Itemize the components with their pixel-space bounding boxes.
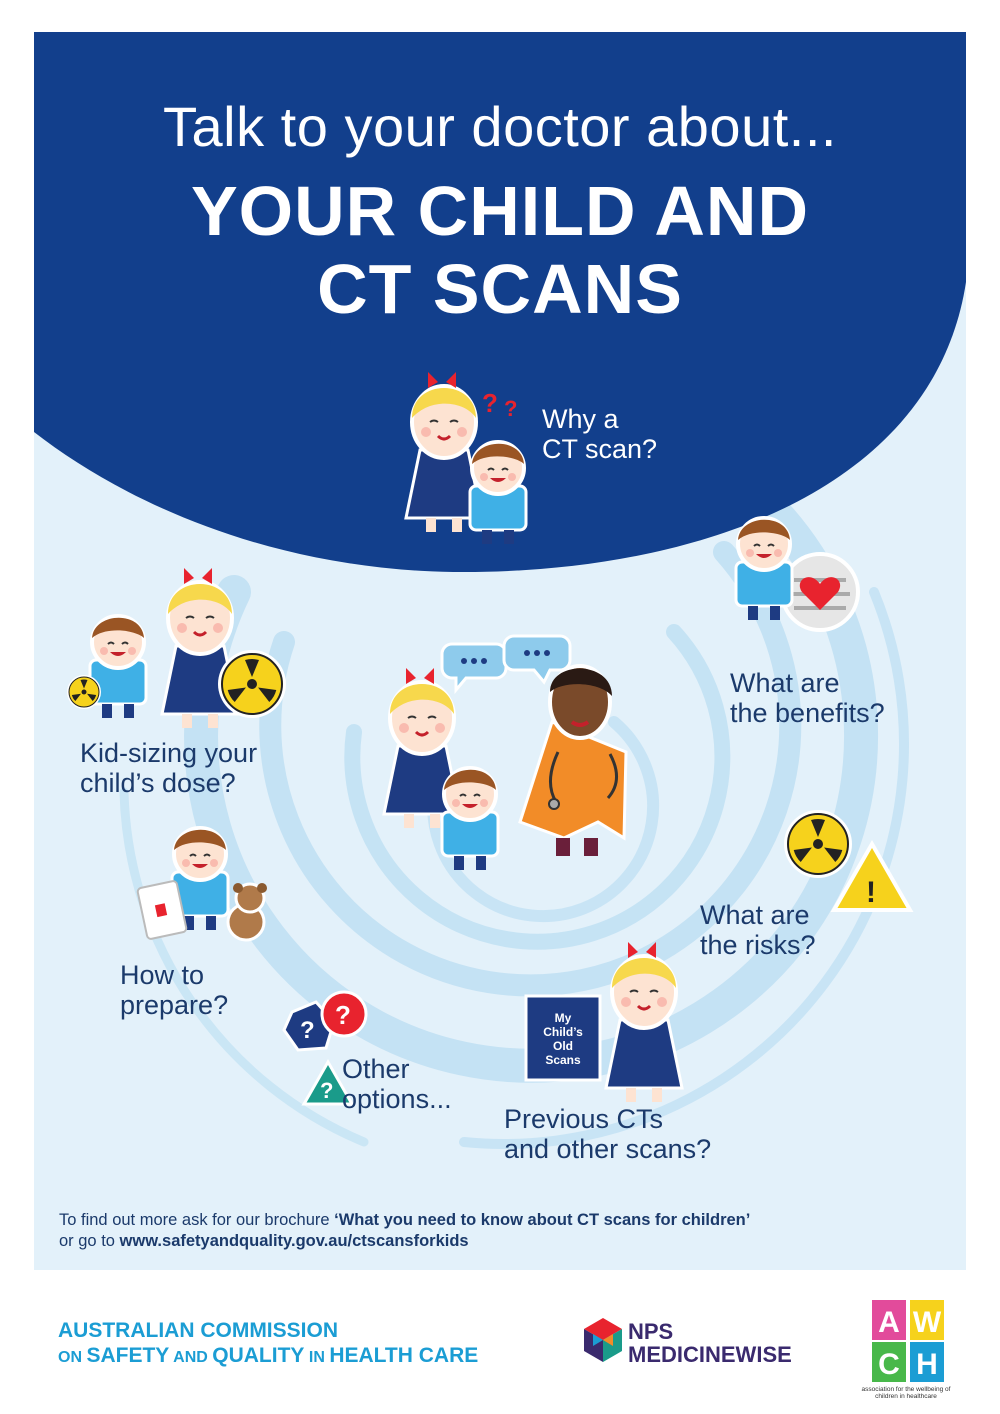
- header-line3: CT SCANS: [317, 250, 683, 328]
- acsqhc-safety: SAFETY: [86, 1344, 170, 1367]
- topic-why-ct-line2: CT scan?: [542, 434, 658, 464]
- teddy-bear-icon: [226, 882, 267, 942]
- doctor: [518, 664, 628, 856]
- awch-letter-h: H: [916, 1348, 938, 1381]
- folder-line1: My: [555, 1011, 572, 1025]
- other-options-illustration: ? ? ?: [282, 990, 368, 1106]
- nps-cube-icon: [584, 1318, 622, 1362]
- header-line2: YOUR CHILD AND: [190, 172, 810, 250]
- topic-why-ct-line1: Why a: [542, 404, 619, 434]
- illustrations: ? ? ! My Child’s Old Scans: [66, 370, 914, 1106]
- topic-risks: What are the risks?: [700, 900, 816, 960]
- acsqhc-and: AND: [169, 1349, 213, 1366]
- footer-url-link[interactable]: www.safetyandquality.gov.au/ctscansforki…: [119, 1232, 469, 1250]
- question-icon: [301, 1058, 355, 1106]
- poster: Talk to your doctor about... YOUR CHILD …: [34, 32, 966, 1270]
- header-line1: Talk to your doctor about...: [163, 95, 837, 158]
- topic-why-ct: Why a CT scan?: [542, 404, 657, 464]
- svg-text:?: ?: [482, 388, 498, 418]
- acsqhc-quality: QUALITY: [212, 1344, 305, 1367]
- svg-text:?: ?: [335, 1000, 351, 1030]
- topic-other-options-line2: options...: [342, 1084, 452, 1114]
- topic-prepare: How to prepare?: [120, 960, 228, 1020]
- radiation-icon: [66, 674, 102, 710]
- nps-line1: NPS: [628, 1319, 674, 1344]
- topic-kid-sizing-line1: Kid-sizing your: [80, 738, 258, 768]
- header-title: YOUR CHILD AND CT SCANS: [34, 172, 966, 328]
- acsqhc-logo: AUSTRALIAN COMMISSION ON SAFETY AND QUAL…: [58, 1318, 478, 1370]
- header-banner: [34, 32, 966, 572]
- topic-prepare-line2: prepare?: [120, 990, 229, 1020]
- awch-letter-c: C: [878, 1348, 900, 1381]
- warning-icon: !: [830, 839, 914, 912]
- acsqhc-in: IN: [304, 1349, 330, 1366]
- awch-logo: A W C H: [872, 1300, 944, 1382]
- footer-info: To find out more ask for our brochure ‘W…: [59, 1210, 750, 1252]
- question-icon: ? ?: [482, 388, 517, 421]
- radiation-icon: [217, 649, 287, 719]
- question-icon: [320, 990, 368, 1038]
- topic-previous-scans: Previous CTs and other scans?: [504, 1104, 711, 1164]
- topic-kid-sizing: Kid-sizing your child’s dose?: [80, 738, 257, 798]
- footer-prefix: To find out more ask for our brochure: [59, 1211, 335, 1229]
- kid-sizing-illustration: [66, 566, 287, 730]
- folder-line3: Old: [553, 1039, 573, 1053]
- svg-text:?: ?: [504, 396, 517, 421]
- awch-letter-a: A: [878, 1306, 900, 1339]
- old-scans-folder: [524, 994, 602, 1082]
- awch-letter-w: W: [913, 1306, 942, 1339]
- acsqhc-line1: AUSTRALIAN COMMISSION: [58, 1319, 338, 1342]
- footer-goto: or go to: [59, 1232, 120, 1250]
- nps-logo: NPS MEDICINEWISE: [628, 1320, 792, 1366]
- why-ct-illustration: ? ?: [404, 370, 528, 546]
- topic-benefits-line2: the benefits?: [730, 698, 885, 728]
- awch-caption: association for the wellbeing of childre…: [861, 1386, 951, 1400]
- topic-risks-line1: What are: [700, 900, 810, 930]
- swirl-background: [34, 32, 966, 1149]
- prepare-illustration: [136, 826, 267, 942]
- radiation-icon: [783, 809, 853, 879]
- topic-other-options-line1: Other: [342, 1054, 410, 1084]
- topic-previous-scans-line1: Previous CTs: [504, 1104, 664, 1134]
- acsqhc-on: ON: [58, 1349, 87, 1366]
- svg-text:?: ?: [300, 1017, 315, 1044]
- svg-text:?: ?: [320, 1078, 333, 1103]
- benefits-illustration: [734, 516, 860, 632]
- topic-kid-sizing-line2: child’s dose?: [80, 768, 236, 798]
- nps-line2: MEDICINEWISE: [628, 1342, 792, 1367]
- speech-bubble-icon: [502, 634, 572, 685]
- folder-line4: Scans: [545, 1053, 581, 1067]
- risks-illustration: !: [783, 809, 914, 912]
- topic-benefits: What are the benefits?: [730, 668, 885, 728]
- topic-risks-line2: the risks?: [700, 930, 816, 960]
- speech-bubble-icon: [440, 642, 508, 695]
- folder-line2: Child’s: [543, 1025, 583, 1039]
- brochure-title: ‘What you need to know about CT scans fo…: [334, 1211, 751, 1229]
- heart-icon: [799, 577, 841, 610]
- centre-illustration: [382, 634, 628, 872]
- topic-benefits-line1: What are: [730, 668, 840, 698]
- acsqhc-health-care: HEALTH CARE: [329, 1344, 479, 1367]
- topic-previous-scans-line2: and other scans?: [504, 1134, 712, 1164]
- topic-other-options: Other options...: [342, 1054, 452, 1114]
- topic-prepare-line1: How to: [120, 960, 205, 990]
- previous-scans-illustration: My Child’s Old Scans: [524, 940, 684, 1104]
- svg-text:!: !: [866, 876, 876, 909]
